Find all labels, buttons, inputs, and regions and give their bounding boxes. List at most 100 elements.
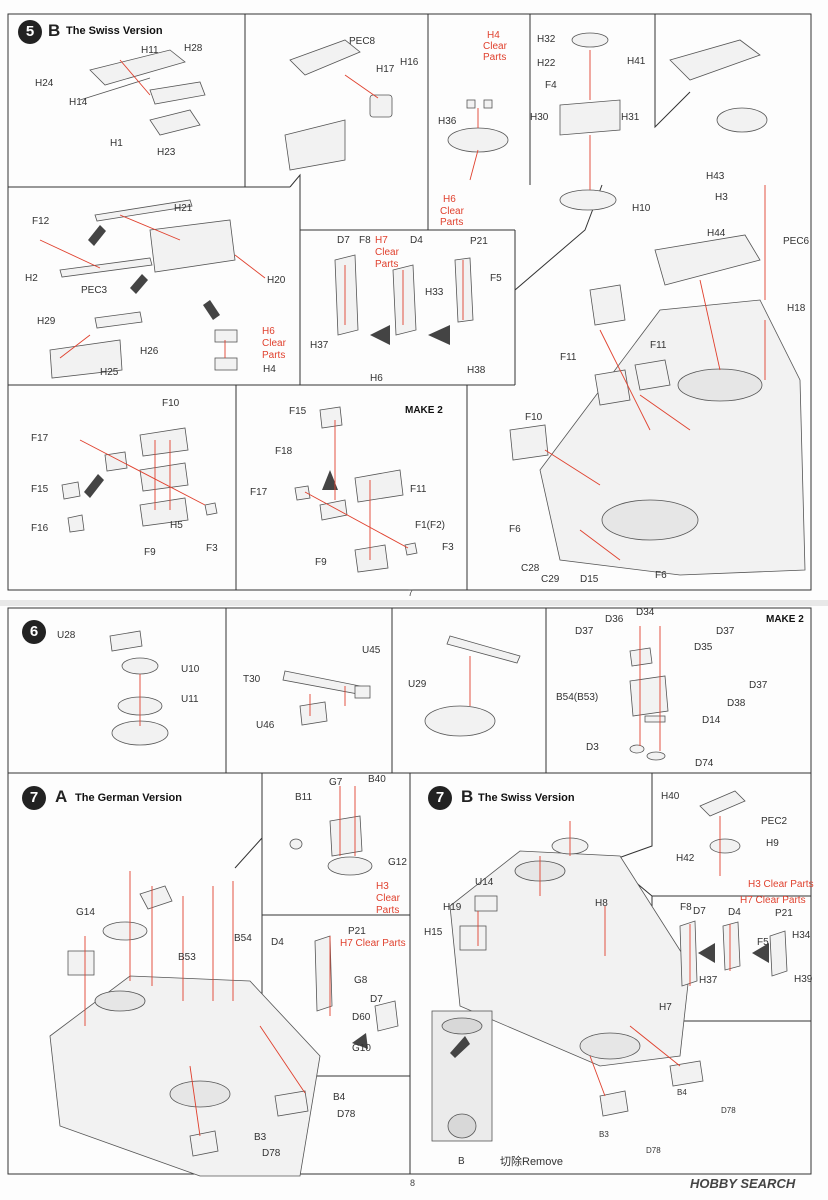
page-number: 7 xyxy=(408,588,414,598)
part-label: H3 Clear Parts xyxy=(748,879,814,890)
page-7: 5 B The Swiss Version xyxy=(7,13,812,598)
part-label: D7 xyxy=(693,906,706,917)
part-label: D4 xyxy=(728,907,741,918)
part-label: H26 xyxy=(140,346,159,357)
part-label: D74 xyxy=(695,758,714,769)
part-label: F3 xyxy=(442,542,454,553)
part-label: P21 xyxy=(470,236,488,247)
part-label: H18 xyxy=(787,303,806,314)
remove-label: 切除Remove xyxy=(500,1156,563,1168)
part-label: H3 xyxy=(715,192,728,203)
part-label: F9 xyxy=(144,547,156,558)
part-label: H19 xyxy=(443,902,462,913)
part-label: C28 xyxy=(521,563,540,574)
part-label: H6 xyxy=(443,194,456,205)
part-label: PEC6 xyxy=(783,236,810,247)
part-label: H4 xyxy=(487,30,500,41)
step-letter-7a: A xyxy=(55,787,68,806)
part-label: C29 xyxy=(541,574,560,585)
part-label: H6 xyxy=(370,373,383,384)
page-8: 6 U28 U10 U11 U45 T30 U46 U29 MAKE 2 D36… xyxy=(0,606,828,1200)
part-label: H33 xyxy=(425,287,444,298)
step-number-7a: 7 xyxy=(22,786,46,810)
part-label: U46 xyxy=(256,720,275,731)
part-label: H7 xyxy=(659,1002,672,1013)
part-label: U10 xyxy=(181,664,200,675)
part-label: H44 xyxy=(707,228,726,239)
step-number-6: 6 xyxy=(22,620,46,644)
part-label: Parts xyxy=(440,217,464,228)
part-label: H31 xyxy=(621,112,640,123)
part-label: D36 xyxy=(605,614,624,625)
part-label: H9 xyxy=(766,838,779,849)
part-label: PEC8 xyxy=(349,36,376,47)
part-label: F6 xyxy=(655,570,667,581)
part-label: F17 xyxy=(250,487,268,498)
step-number-7b: 7 xyxy=(428,786,452,810)
make-2-label: MAKE 2 xyxy=(405,405,443,416)
part-label: H22 xyxy=(537,58,556,69)
part-label: H30 xyxy=(530,112,549,123)
lower-panel-borders xyxy=(7,607,812,1177)
part-label: F16 xyxy=(31,523,49,534)
part-label: H5 xyxy=(170,520,183,531)
part-label: Clear xyxy=(375,247,399,258)
part-label: H7 xyxy=(375,235,388,246)
part-label: H14 xyxy=(69,97,88,108)
part-label: D7 xyxy=(337,235,350,246)
part-label: U28 xyxy=(57,630,76,641)
upper-panel-borders xyxy=(7,13,812,591)
part-label: Parts xyxy=(483,52,507,63)
part-label: D37 xyxy=(575,626,594,637)
part-label: D78 xyxy=(262,1148,281,1159)
part-label: H1 xyxy=(110,138,123,149)
part-label: Parts xyxy=(262,350,286,361)
part-label: F8 xyxy=(359,235,371,246)
step-title-7a: The German Version xyxy=(75,792,182,804)
part-label: PEC3 xyxy=(81,285,108,296)
part-label: F15 xyxy=(31,484,49,495)
part-label: B54(B53) xyxy=(556,692,599,703)
part-label: Clear xyxy=(440,206,464,217)
part-label: F10 xyxy=(162,398,180,409)
part-label: B4 xyxy=(677,1088,687,1097)
part-label: H15 xyxy=(424,927,443,938)
part-label: U11 xyxy=(181,694,199,705)
part-label: H10 xyxy=(632,203,651,214)
part-label: H34 xyxy=(792,930,811,941)
part-label: D4 xyxy=(271,937,284,948)
part-label: H37 xyxy=(310,340,329,351)
part-label: D37 xyxy=(716,626,735,637)
part-label: F5 xyxy=(757,937,769,948)
part-label: B11 xyxy=(295,792,313,803)
part-label: D60 xyxy=(352,1012,371,1023)
part-label: D78 xyxy=(337,1109,356,1120)
part-label: H41 xyxy=(627,56,646,67)
part-label: F4 xyxy=(545,80,557,91)
part-label: P21 xyxy=(348,926,366,937)
part-label: H2 xyxy=(25,273,38,284)
part-label: F5 xyxy=(490,273,502,284)
step-number-5: 5 xyxy=(18,20,42,44)
part-label: H36 xyxy=(438,116,457,127)
part-label: F6 xyxy=(509,524,521,535)
part-label: B xyxy=(458,1156,465,1167)
part-label: G10 xyxy=(352,1043,371,1054)
part-label: Clear xyxy=(262,338,286,349)
part-label: U45 xyxy=(362,645,381,656)
part-label: Parts xyxy=(375,259,399,270)
part-label: H24 xyxy=(35,78,54,89)
part-label: D37 xyxy=(749,680,768,691)
part-label: B4 xyxy=(333,1092,346,1103)
step-title-7b: The Swiss Version xyxy=(478,792,575,804)
part-label: G12 xyxy=(388,857,407,868)
part-label: B3 xyxy=(599,1130,609,1139)
part-label: H21 xyxy=(174,203,193,214)
part-label: F1(F2) xyxy=(415,520,445,531)
part-label: F12 xyxy=(32,216,50,227)
part-label: D35 xyxy=(694,642,713,653)
part-label: H6 xyxy=(262,326,275,337)
part-label: Clear xyxy=(376,893,400,904)
part-label: G14 xyxy=(76,907,95,918)
part-label: H23 xyxy=(157,147,176,158)
